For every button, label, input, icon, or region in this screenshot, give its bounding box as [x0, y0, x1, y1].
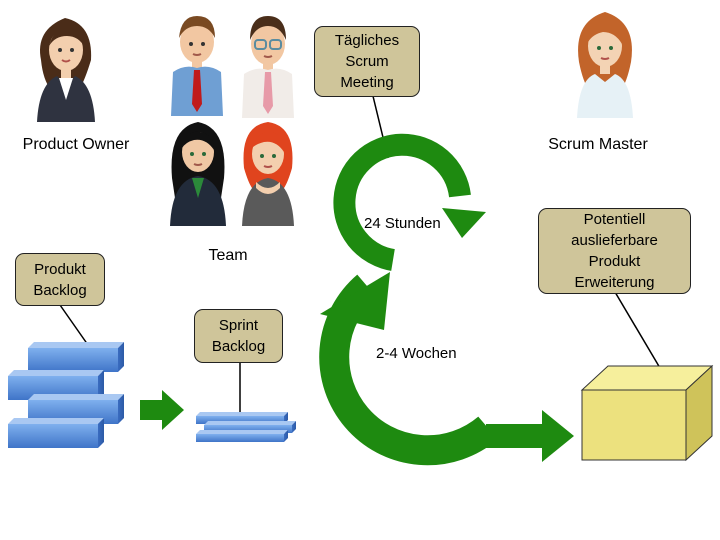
sprint-cycle-tail — [486, 424, 544, 448]
sprint-backlog-callout: Sprint Backlog — [194, 309, 283, 363]
callout-line: Potentiell — [583, 211, 646, 228]
scrum-master-avatar — [577, 12, 633, 118]
daily-cycle-label: 24 Stunden — [364, 215, 441, 232]
product-owner-avatar — [37, 18, 95, 122]
team-member-avatar — [171, 16, 223, 116]
callout-line: Backlog — [33, 281, 87, 299]
callout-line: auslieferbare — [571, 232, 658, 249]
callout-line: Erweiterung — [574, 274, 655, 291]
callout-line: Backlog — [211, 338, 266, 355]
sprint-backlog-stack — [196, 412, 296, 442]
backlog-item-block — [28, 342, 124, 372]
daily-cycle-arc — [333, 133, 471, 271]
product-backlog-connector — [59, 304, 89, 346]
backlog-item-block — [8, 418, 104, 448]
product-backlog-callout: Produkt Backlog — [15, 253, 105, 306]
sprint-cycle-label: 2-4 Wochen — [376, 345, 457, 362]
scrum-master-label: Scrum Master — [548, 136, 648, 153]
callout-line: Tägliches — [334, 32, 400, 49]
sprint-cycle-arc — [319, 274, 498, 466]
callout-line: Produkt — [588, 253, 641, 270]
callout-line: Scrum — [345, 53, 389, 70]
product-owner-label: Product Owner — [22, 136, 130, 153]
increment-connector — [614, 291, 661, 369]
sprint-cycle-tail-head — [542, 410, 574, 462]
backlog-item-block — [204, 421, 296, 433]
daily-meeting-callout: Tägliches Scrum Meeting — [314, 26, 420, 97]
increment-callout: Potentiell auslieferbare Produkt Erweite… — [538, 208, 691, 294]
arrow-right-icon — [140, 390, 184, 430]
backlog-item-block — [196, 430, 288, 442]
team-member-avatar — [242, 122, 294, 226]
product-backlog-stack — [8, 342, 124, 448]
callout-line: Sprint — [218, 317, 259, 334]
team-label: Team — [208, 247, 248, 264]
callout-line: Produkt — [34, 260, 86, 278]
team-member-avatar — [242, 16, 294, 118]
cycle-arrow-icon — [319, 272, 574, 466]
increment-box — [580, 364, 714, 462]
team-member-avatar — [170, 122, 226, 226]
sprint-cycle-arrowhead — [320, 272, 390, 330]
daily-cycle-arrowhead — [442, 208, 486, 238]
callout-line: Meeting — [340, 74, 394, 91]
cycle-arrow-icon — [333, 133, 486, 271]
